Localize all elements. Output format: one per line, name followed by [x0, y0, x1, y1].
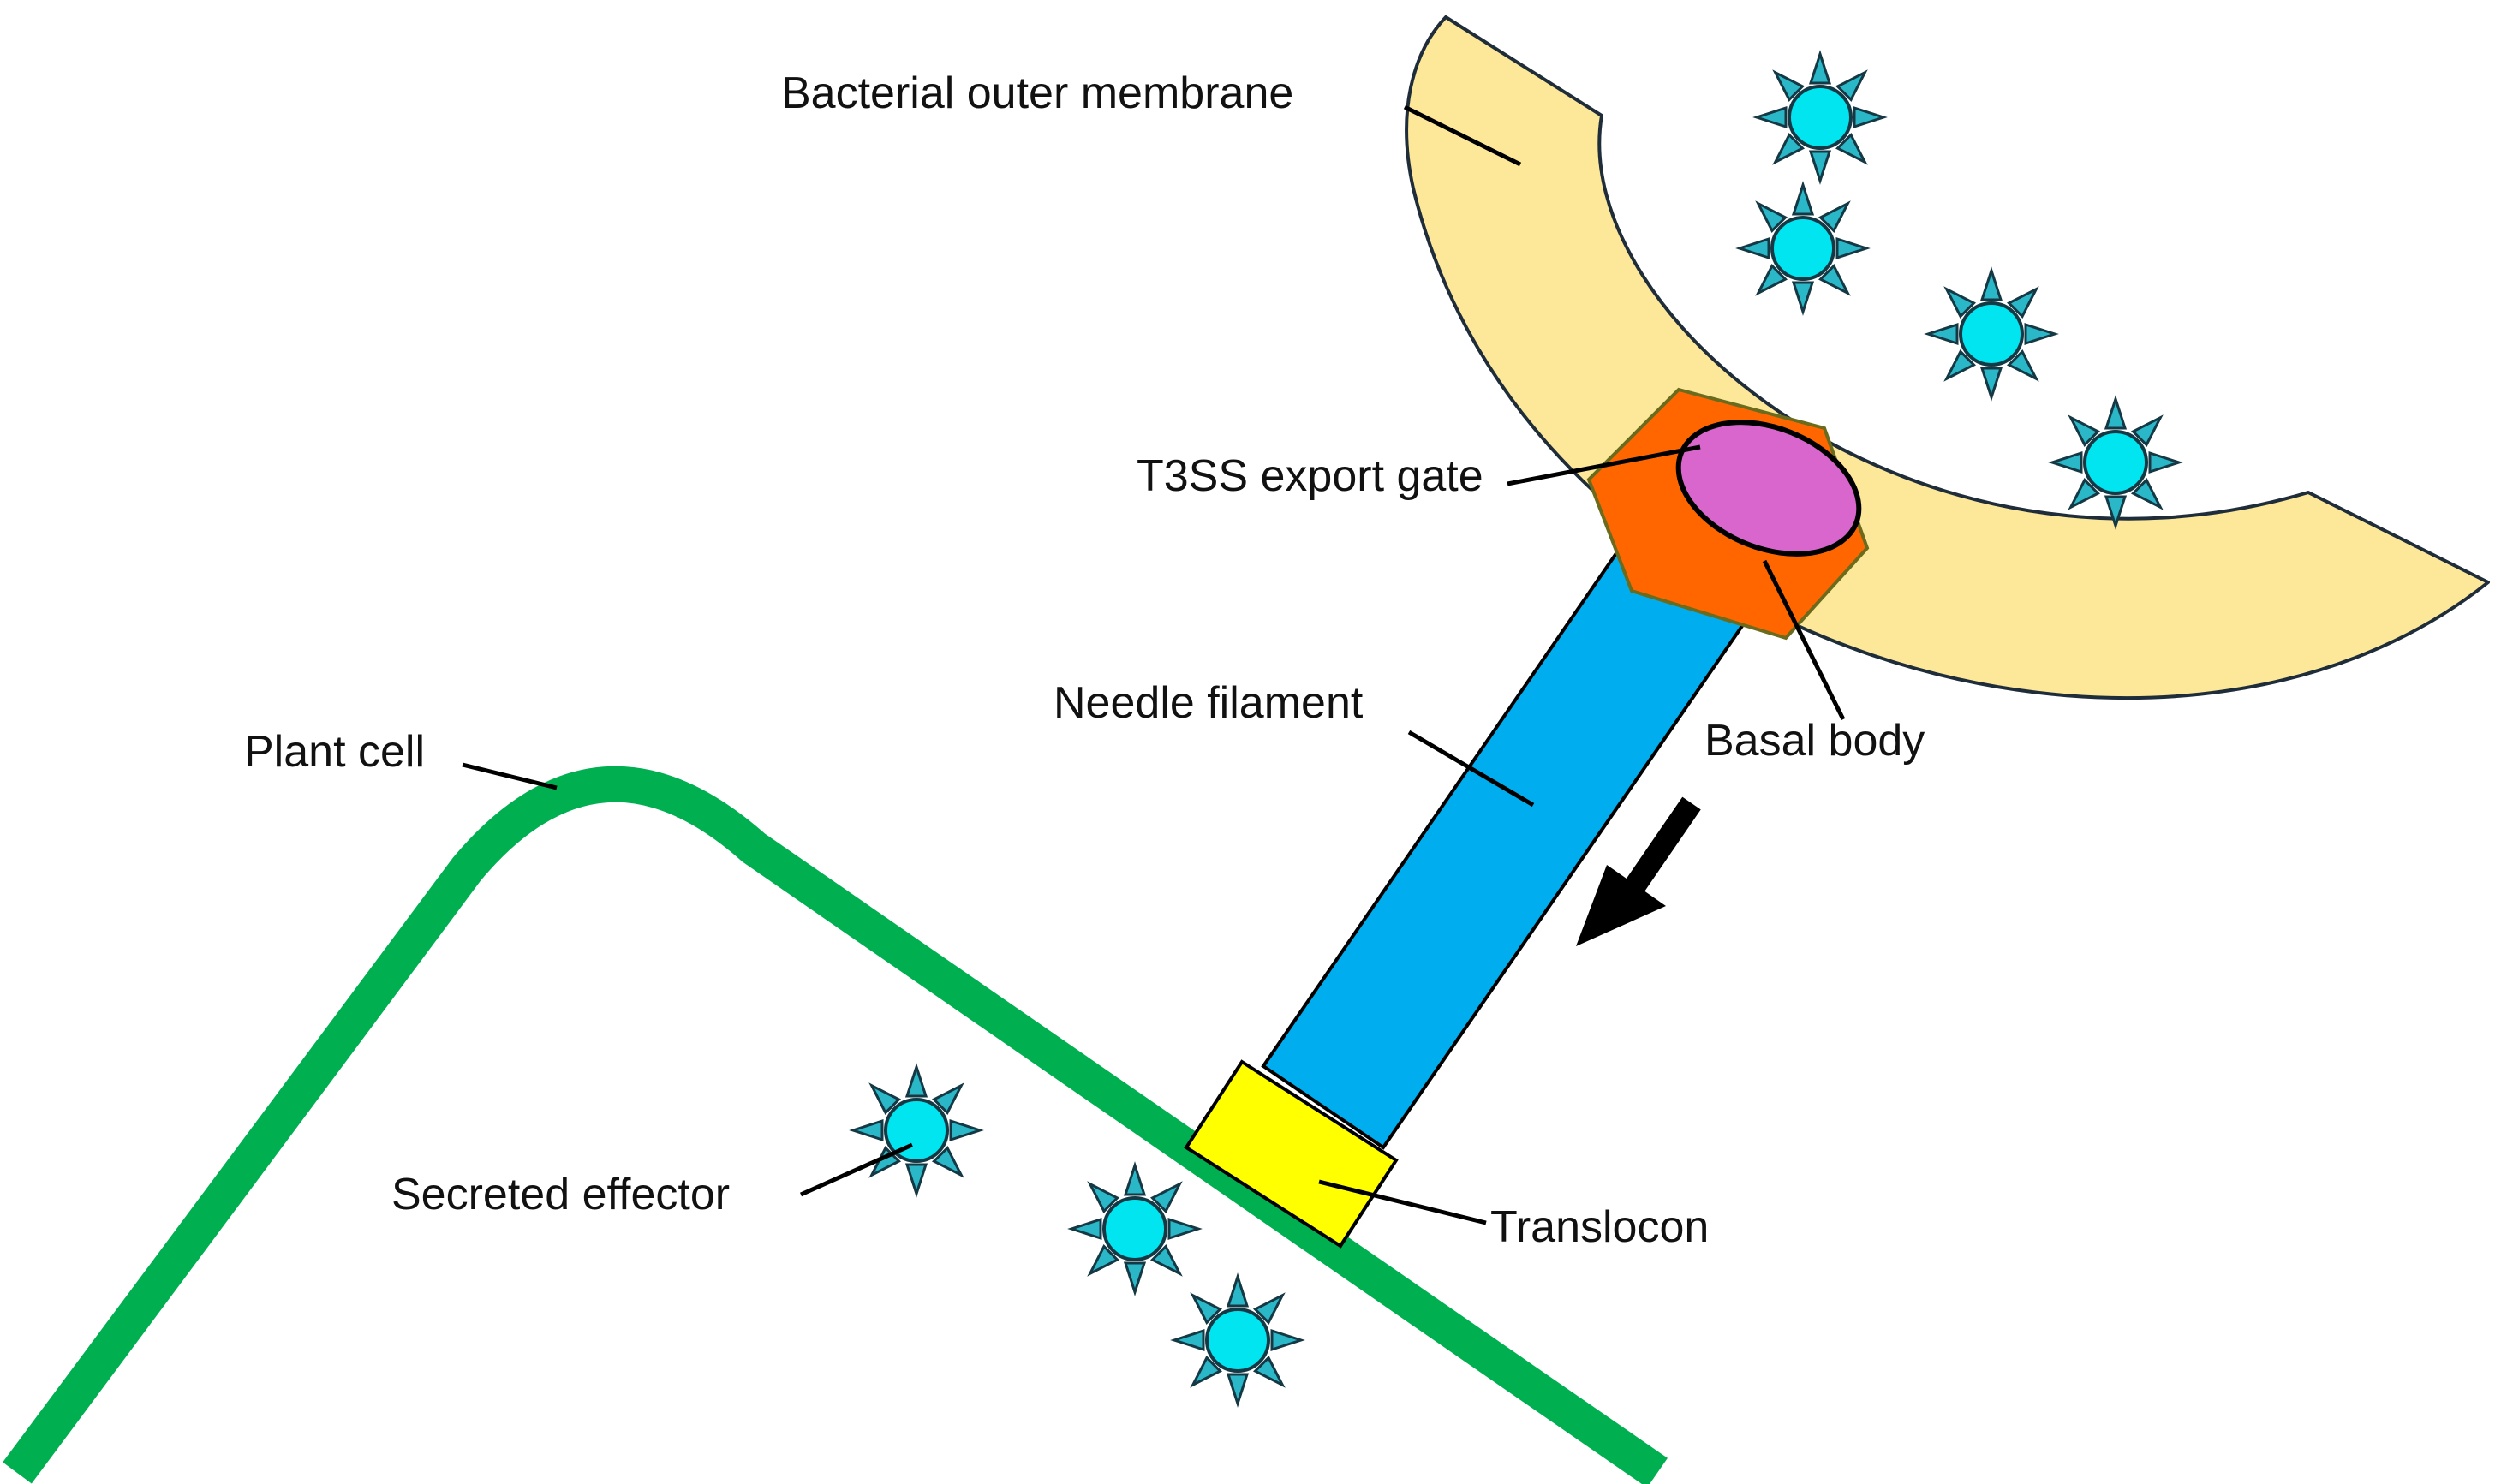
- leader-lines: [462, 104, 1846, 1225]
- label-basal-body: Basal body: [1704, 716, 1925, 766]
- effector-icon: [2050, 397, 2181, 527]
- label-bacterial-outer-membrane: Bacterial outer membrane: [781, 69, 1293, 118]
- effector-icon: [1173, 1275, 1303, 1405]
- plant-cell-wall: [3, 766, 1668, 1484]
- effector-icon: [1070, 1164, 1200, 1294]
- label-secreted-effector: Secreted effector: [391, 1170, 730, 1219]
- effector-icon: [1926, 269, 2056, 399]
- bacterial-outer-membrane: [1405, 15, 2490, 700]
- label-t3ss-export-gate: T3SS export gate: [1137, 451, 1483, 501]
- effector-icon: [1755, 52, 1885, 182]
- label-plant-cell: Plant cell: [244, 727, 425, 777]
- effector-icon: [851, 1065, 982, 1195]
- effector-icon: [1738, 183, 1868, 313]
- label-translocon: Translocon: [1490, 1202, 1709, 1252]
- label-needle-filament: Needle filament: [1054, 678, 1364, 728]
- secretion-direction-arrow: [1576, 796, 1701, 946]
- translocon: [1184, 1059, 1399, 1249]
- t3ss-export-gate: [1675, 420, 1862, 557]
